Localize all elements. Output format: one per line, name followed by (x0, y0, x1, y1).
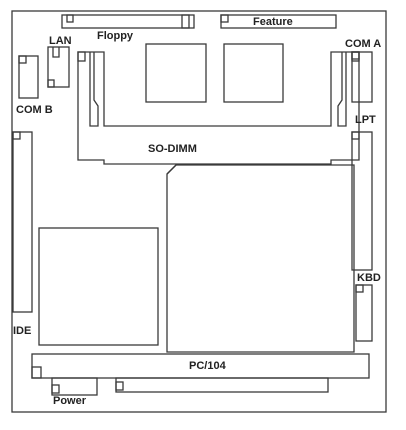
com-a-connector (351, 51, 373, 103)
com-b-pin1 (18, 55, 27, 64)
com-b-connector (18, 55, 39, 99)
pc104-lower-pin1 (115, 381, 124, 391)
lan-pin1 (47, 79, 55, 88)
kbd-connector (355, 284, 373, 342)
ide-connector (12, 131, 33, 313)
so-dimm-right-pin (351, 51, 360, 62)
kbd-pin1 (355, 284, 364, 293)
com-b-label: COM B (16, 104, 53, 116)
so-dimm-slot (77, 51, 360, 165)
com-a-label: COM A (345, 38, 382, 50)
lan-label: LAN (49, 35, 72, 47)
com-a-pin1 (351, 51, 360, 60)
feature-pin1 (220, 14, 229, 23)
power-pin1 (51, 384, 60, 394)
pc104-pin1 (31, 366, 42, 379)
chip-left (145, 43, 207, 103)
lpt-pin1 (351, 131, 360, 140)
lan-notch (52, 47, 60, 58)
chip-right (223, 43, 284, 103)
feature-label: Feature (253, 16, 293, 28)
board-outline (11, 10, 387, 413)
floppy-connector (61, 14, 195, 29)
cpu-corner (166, 164, 177, 175)
so-dimm-left-latch (89, 52, 99, 127)
ide-pin1 (12, 131, 21, 140)
pc104-lower-connector (115, 377, 329, 393)
floppy-key (181, 14, 190, 29)
floppy-pin1 (66, 14, 74, 23)
so-dimm-left-pin (77, 51, 86, 62)
power-label: Power (53, 395, 87, 407)
kbd-label: KBD (357, 272, 381, 284)
chipset (38, 227, 159, 346)
ide-label: IDE (13, 325, 32, 337)
floppy-label: Floppy (97, 30, 134, 42)
cpu-module (166, 164, 355, 353)
lpt-label: LPT (355, 114, 376, 126)
so-dimm-label: SO-DIMM (148, 143, 197, 155)
pc104-label: PC/104 (189, 360, 226, 372)
so-dimm-right-latch (337, 52, 347, 127)
lpt-connector (351, 131, 373, 271)
